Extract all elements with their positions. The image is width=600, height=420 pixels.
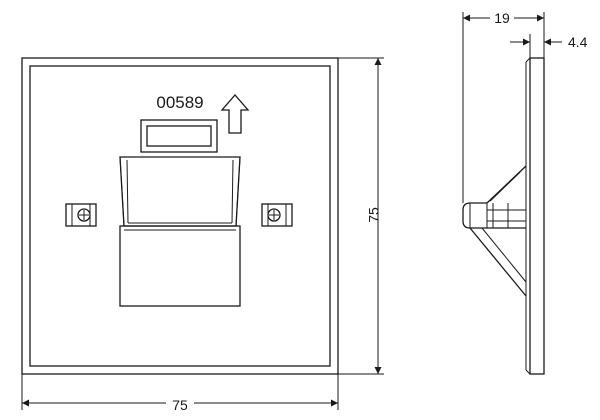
side-view: 19 4.4: [462, 10, 588, 375]
thickness-dimension: 4.4: [510, 34, 588, 58]
side-plate: [529, 57, 545, 375]
screw-terminal-icon: [261, 203, 293, 227]
depth-label: 19: [494, 10, 510, 26]
part-number-label: 00589: [156, 93, 203, 112]
side-module: [462, 165, 527, 297]
up-arrow-icon: [220, 94, 250, 134]
height-dimension: 75: [338, 57, 384, 375]
height-label: 75: [366, 207, 382, 223]
front-view: 00589: [21, 57, 384, 413]
width-dimension: 75: [21, 374, 339, 413]
width-label: 75: [172, 397, 188, 413]
socket-shutter: [119, 156, 241, 307]
thickness-label: 4.4: [568, 34, 588, 50]
label-window-inner: [146, 125, 212, 147]
label-window-outer: [140, 119, 218, 153]
screw-terminal-icon: [65, 203, 97, 227]
faceplate-outer: [21, 57, 339, 375]
depth-dimension: 19: [462, 10, 545, 203]
faceplate-inner: [29, 65, 331, 367]
